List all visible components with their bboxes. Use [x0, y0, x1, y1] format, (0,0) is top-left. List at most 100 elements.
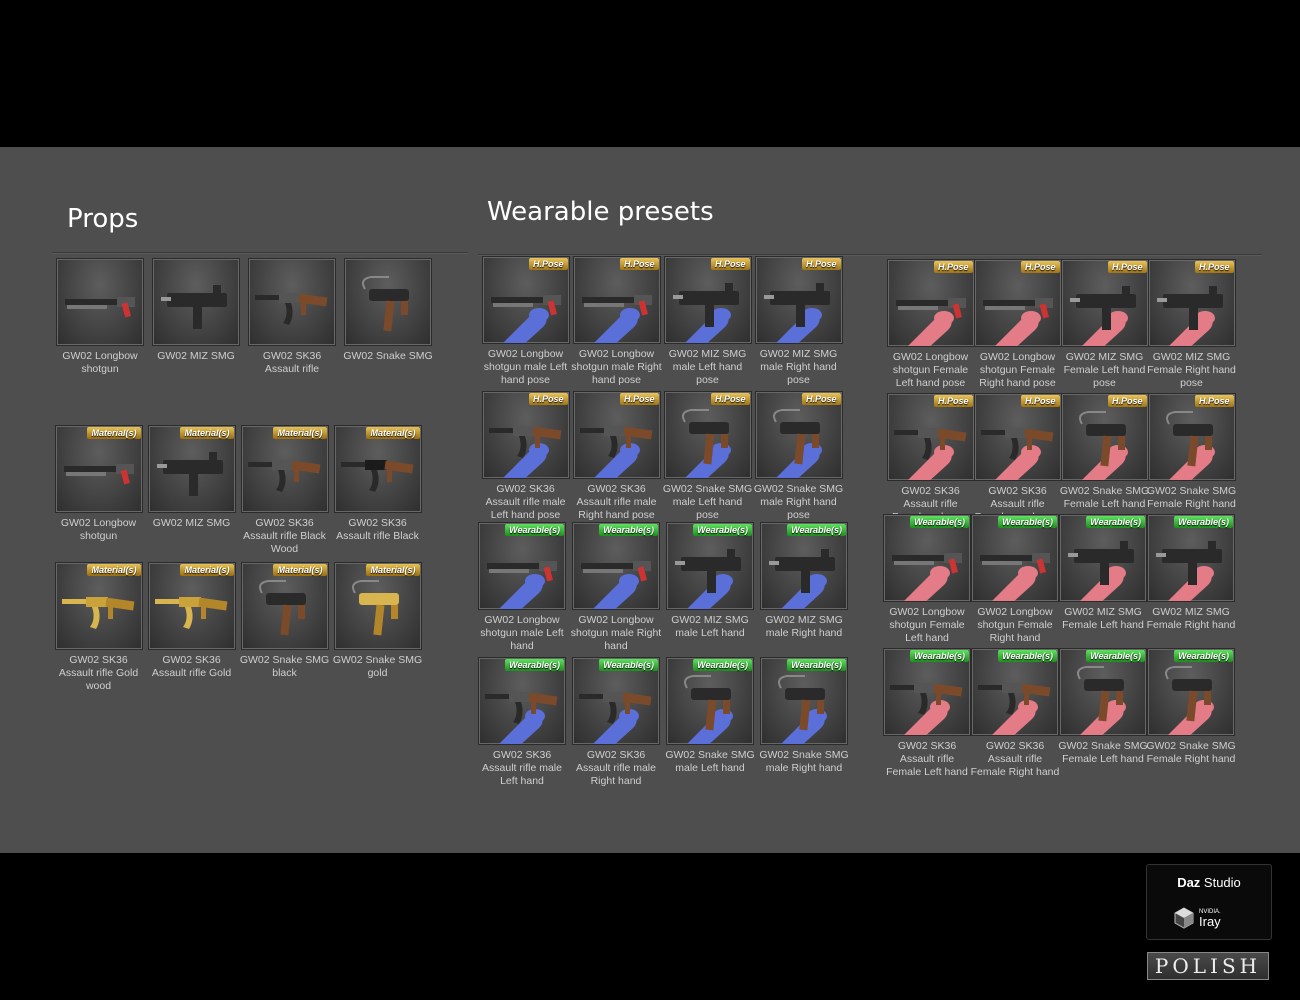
preset-tile[interactable]: Material(s) GW02 SK36 Assault rifle Gold — [145, 562, 238, 693]
preset-tile[interactable]: Wearable(s)GW02 SK36 Assault rifle male … — [475, 657, 569, 788]
preset-thumbnail[interactable]: Wearable(s) — [666, 657, 754, 745]
preset-thumbnail[interactable]: Wearable(s) — [760, 657, 848, 745]
preset-tile[interactable]: Wearable(s)GW02 Longbow shotgun Female L… — [883, 514, 971, 645]
preset-thumbnail[interactable]: H.Pose — [754, 391, 843, 479]
preset-thumbnail[interactable]: Wearable(s) — [760, 522, 848, 610]
preset-tile[interactable]: Material(s)GW02 Snake SMG gold — [331, 562, 424, 693]
preset-tile[interactable]: Wearable(s) GW02 SK36 Assault rifle male … — [569, 657, 663, 788]
preset-thumbnail[interactable]: Wearable(s) — [883, 648, 971, 736]
preset-tile[interactable]: Material(s)GW02 SK36 Assault rifle Gold … — [52, 562, 145, 693]
preset-tile[interactable]: Wearable(s)GW02 MIZ SMG male Left hand — [663, 522, 757, 653]
miz-gun-icon — [763, 283, 830, 343]
preset-thumbnail[interactable]: Material(s) — [240, 562, 329, 650]
preset-thumbnail[interactable]: H.Pose — [663, 256, 752, 344]
preset-thumbnail[interactable]: H.Pose — [1060, 393, 1149, 481]
preset-thumbnail[interactable]: H.Pose — [572, 256, 661, 344]
preset-tile[interactable]: Wearable(s)GW02 Longbow shotgun male Rig… — [569, 522, 663, 653]
preset-thumbnail[interactable]: Wearable(s) — [478, 657, 566, 745]
preset-thumbnail[interactable]: H.Pose — [886, 393, 975, 481]
preset-thumbnail[interactable]: Wearable(s) — [572, 657, 660, 745]
preset-tile[interactable]: Material(s)GW02 SK36 Assault rifle Black… — [238, 425, 331, 556]
hpose-badge: H.Pose — [619, 393, 659, 405]
preset-thumbnail[interactable]: Wearable(s) — [1059, 514, 1147, 602]
preset-thumbnail[interactable]: H.Pose — [1147, 393, 1236, 481]
preset-caption: GW02 Snake SMG male Left hand — [665, 749, 755, 774]
preset-tile[interactable]: Wearable(s)GW02 MIZ SMG Female Right han… — [1147, 514, 1235, 645]
preset-tile[interactable]: Wearable(s)GW02 SK36 Assault rifle Femal… — [971, 648, 1059, 779]
preset-thumbnail[interactable]: H.Pose — [886, 259, 975, 347]
preset-tile[interactable]: Material(s)GW02 Longbow shotgun — [52, 425, 145, 556]
hpose-badge: H.Pose — [933, 395, 973, 407]
preset-thumbnail[interactable]: Wearable(s) — [478, 522, 566, 610]
preset-thumbnail[interactable]: Wearable(s) — [1147, 514, 1235, 602]
preset-thumbnail[interactable] — [152, 258, 240, 346]
preset-caption: GW02 SK36 Assault rifle male Right hand — [576, 749, 656, 787]
preset-thumbnail[interactable]: Material(s) — [54, 425, 143, 513]
preset-thumbnail[interactable] — [248, 258, 336, 346]
preset-thumbnail[interactable]: H.Pose — [973, 393, 1062, 481]
preset-tile[interactable]: Wearable(s)GW02 MIZ SMG Female Left hand — [1059, 514, 1147, 645]
preset-thumbnail[interactable] — [344, 258, 432, 346]
preset-thumbnail[interactable]: Wearable(s) — [572, 522, 660, 610]
preset-tile[interactable]: Wearable(s)GW02 Snake SMG Female Right h… — [1146, 648, 1236, 779]
shotgun-gun-icon — [895, 298, 966, 346]
preset-tile[interactable]: Wearable(s)GW02 SK36 Assault rifle Femal… — [883, 648, 971, 779]
preset-tile[interactable]: Wearable(s)GW02 Snake SMG Female Left ha… — [1058, 648, 1148, 779]
preset-tile[interactable]: Wearable(s)GW02 Longbow shotgun male Lef… — [475, 522, 569, 653]
preset-thumbnail[interactable]: H.Pose — [572, 391, 661, 479]
preset-thumbnail[interactable]: H.Pose — [1147, 259, 1236, 347]
preset-thumbnail[interactable]: Material(s) — [54, 562, 143, 650]
preset-tile[interactable]: GW02 Longbow shotgun — [52, 258, 148, 376]
preset-thumbnail[interactable]: H.Pose — [973, 259, 1062, 347]
sk36-gun-icon — [893, 428, 966, 480]
preset-tile[interactable]: GW02 SK36 Assault rifle — [244, 258, 340, 376]
preset-thumbnail[interactable] — [56, 258, 144, 346]
preset-thumbnail[interactable]: H.Pose — [663, 391, 752, 479]
preset-thumbnail[interactable]: H.Pose — [754, 256, 843, 344]
preset-tile[interactable]: Material(s)GW02 MIZ SMG — [145, 425, 238, 556]
preset-thumbnail[interactable]: Wearable(s) — [1147, 648, 1235, 736]
preset-thumbnail[interactable]: H.Pose — [481, 256, 570, 344]
preset-tile[interactable]: Wearable(s)GW02 Longbow shotgun Female R… — [971, 514, 1059, 645]
preset-thumbnail[interactable]: Material(s) — [147, 425, 236, 513]
preset-thumbnail[interactable]: Wearable(s) — [1059, 648, 1147, 736]
preset-tile[interactable]: GW02 Snake SMG — [340, 258, 436, 376]
preset-caption: GW02 SK36 Assault rifle Gold — [151, 654, 232, 679]
shotgun-gun-icon — [581, 561, 651, 609]
preset-thumbnail[interactable]: H.Pose — [481, 391, 570, 479]
wearable-badge: Wearable(s) — [505, 659, 564, 671]
preset-tile[interactable]: GW02 MIZ SMG — [148, 258, 244, 376]
wearable-badge: Wearable(s) — [1174, 516, 1233, 528]
preset-tile[interactable]: Wearable(s) GW02 Snake SMG male Left hand — [663, 657, 757, 788]
preset-thumbnail[interactable]: Material(s) — [240, 425, 329, 513]
preset-thumbnail[interactable]: Material(s) — [333, 562, 422, 650]
preset-thumbnail[interactable]: H.Pose — [1060, 259, 1149, 347]
preset-tile[interactable]: Material(s)GW02 Snake SMG black — [238, 562, 331, 693]
preset-tile[interactable]: Wearable(s)GW02 MIZ SMG male Right hand — [757, 522, 851, 653]
preset-thumbnail[interactable]: Wearable(s) — [971, 514, 1059, 602]
preset-thumbnail[interactable]: Wearable(s) — [883, 514, 971, 602]
preset-thumbnail[interactable]: Wearable(s) — [666, 522, 754, 610]
preset-thumbnail[interactable]: Wearable(s) — [971, 648, 1059, 736]
preset-tile[interactable]: Wearable(s)GW02 Snake SMG male Right han… — [757, 657, 851, 788]
preset-thumbnail[interactable]: Material(s) — [147, 562, 236, 650]
preset-caption: GW02 MIZ SMG Female Left hand pose — [1063, 351, 1146, 389]
preset-thumbnail[interactable]: Material(s) — [333, 425, 422, 513]
preset-tile[interactable]: Material(s)GW02 SK36 Assault rifle Black — [331, 425, 424, 556]
